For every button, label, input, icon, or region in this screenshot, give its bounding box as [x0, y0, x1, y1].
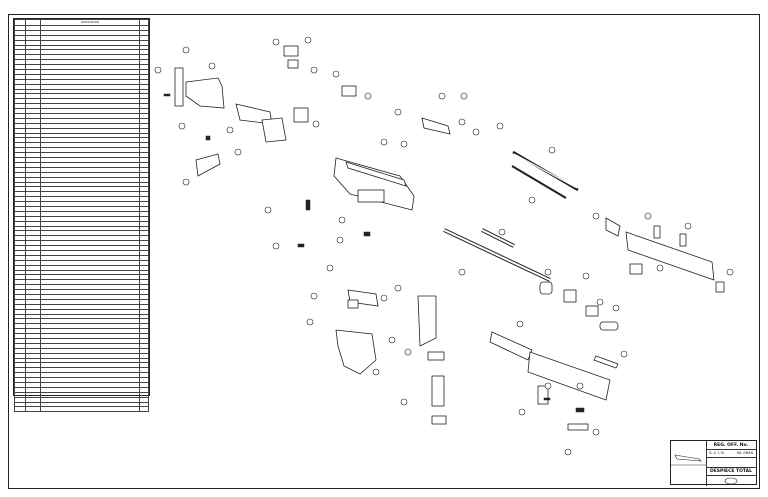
barrel — [443, 228, 553, 295]
code-left: D. G. I. M. — [709, 451, 725, 455]
small-pins — [163, 93, 585, 413]
parts-list-row — [14, 406, 149, 413]
drawing-icon — [671, 441, 707, 486]
callout-bubbles — [154, 36, 734, 456]
parts-list-table: DESCRIPCION — [13, 18, 150, 413]
registration-label: REG. OFF. No. — [713, 442, 749, 448]
title-block-codes: D. G. I. M. FAL GMAN — [706, 449, 756, 458]
stock-assembly — [174, 67, 309, 177]
title-block-title: DESPIECE TOTAL — [706, 467, 756, 476]
title-block: REG. OFF. No. D. G. I. M. FAL GMAN DESPI… — [670, 440, 757, 486]
trigger-group — [335, 289, 379, 375]
parts-list-header: DESCRIPCION — [14, 19, 149, 26]
logo-icon — [706, 475, 756, 486]
forend — [489, 331, 619, 431]
recoil-rods — [511, 150, 579, 199]
rear-sight-cluster — [283, 45, 357, 97]
drawing-title: DESPIECE TOTAL — [709, 468, 752, 474]
code-right: FAL GMAN — [736, 451, 753, 455]
magazine — [417, 295, 447, 425]
header-qty — [139, 19, 149, 26]
top-rail — [421, 117, 451, 135]
parts-list-cell — [139, 406, 149, 413]
title-block-registration: REG. OFF. No. — [706, 441, 756, 450]
handguard — [605, 217, 725, 293]
receiver — [333, 157, 415, 211]
title-block-notes — [706, 457, 756, 468]
gas-block-parts — [563, 263, 643, 331]
